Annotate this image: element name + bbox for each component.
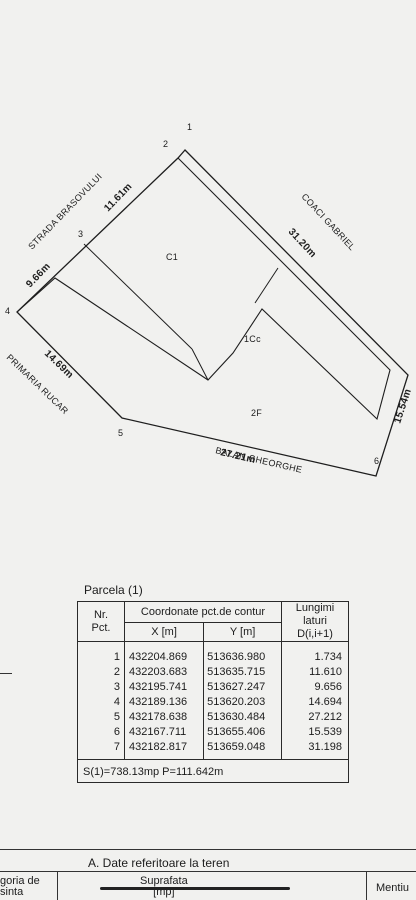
- margin-tick: [0, 673, 12, 674]
- building-c1-outline: [16, 157, 391, 421]
- building-bottom-line: [191, 348, 209, 381]
- header-lengths-line2: laturi: [303, 615, 327, 627]
- row-x: 432182.817: [129, 741, 188, 753]
- building-label-1cc: 1Cc: [244, 334, 261, 344]
- section-column-divider: [57, 871, 58, 900]
- column-header-mentions: Mentiu: [376, 882, 410, 894]
- row-y: 513636.980: [207, 651, 266, 663]
- row-nr: 6: [113, 726, 120, 738]
- row-length: 27.212: [308, 711, 342, 723]
- row-y: 513630.484: [207, 711, 266, 723]
- row-x: 432195.741: [129, 681, 188, 693]
- row-y: 513620.203: [207, 696, 266, 708]
- coordinates-table: Nr. Pct. Coordonate pct.de contur Lungim…: [77, 601, 349, 783]
- section-divider: [0, 849, 416, 850]
- dimension-2-3: 11.61m: [102, 181, 134, 214]
- column-nr: 1 2 3 4 5 6 7: [77, 641, 125, 760]
- header-lengths: Lungimi laturi D(i,i+1): [281, 601, 349, 642]
- header-y: Y [m]: [203, 622, 282, 642]
- row-x: 432189.136: [129, 696, 188, 708]
- area-perimeter-summary: S(1)=738.13mp P=111.642m: [77, 759, 349, 783]
- parcel-plan-drawing: 1 2 3 4 5 6 C1 1Cc 2F 11.61m 9.66m 14.69…: [5, 122, 414, 477]
- column-header-area-line1: Suprafata: [140, 875, 188, 887]
- header-x: X [m]: [123, 622, 205, 642]
- row-y: 513627.247: [207, 681, 266, 693]
- column-header-category-line2: sinta: [0, 886, 24, 898]
- row-length: 14.694: [308, 696, 342, 708]
- column-y: 513636.980 513635.715 513627.247 513620.…: [203, 641, 282, 760]
- header-nr-pct: Nr. Pct.: [77, 601, 125, 642]
- row-nr: 7: [113, 741, 120, 753]
- point-label-1: 1: [187, 122, 192, 132]
- column-length: 1.734 11.610 9.656 14.694 27.212 15.539 …: [281, 641, 349, 760]
- row-length: 1.734: [314, 651, 342, 663]
- header-coordinates: Coordonate pct.de contur: [124, 601, 282, 623]
- row-length: 15.539: [308, 726, 342, 738]
- row-y: 513635.715: [207, 666, 266, 678]
- row-y: 513659.048: [207, 741, 266, 753]
- building-label-c1: C1: [166, 252, 178, 262]
- building-inner-line: [83, 243, 193, 350]
- header-nr: Nr.: [93, 608, 109, 621]
- section-table-top-border: [0, 871, 416, 872]
- row-length: 11.610: [309, 666, 342, 678]
- row-length: 9.656: [314, 681, 342, 693]
- row-x: 432203.683: [129, 666, 188, 678]
- header-lengths-line3: D(i,i+1): [297, 628, 333, 640]
- point-label-3: 3: [78, 229, 83, 239]
- section-column-divider: [366, 871, 367, 900]
- point-label-4: 4: [5, 306, 10, 316]
- row-nr: 5: [113, 711, 120, 723]
- row-x: 432167.711: [129, 726, 187, 738]
- header-lengths-line1: Lungimi: [295, 602, 335, 614]
- row-x: 432204.869: [129, 651, 188, 663]
- parcel-title: Parcela (1): [84, 583, 143, 597]
- building-partition-line: [254, 267, 279, 304]
- dimension-6-1: 15.54m: [392, 388, 413, 425]
- header-pct: Pct.: [91, 621, 111, 634]
- row-nr: 3: [113, 681, 120, 693]
- column-header-category: goria de sinta: [0, 876, 40, 898]
- column-x: 432204.869 432203.683 432195.741 432189.…: [123, 641, 205, 760]
- dimension-3-4: 9.66m: [24, 261, 53, 290]
- point-label-5: 5: [118, 428, 123, 438]
- building-label-2f: 2F: [251, 408, 262, 418]
- row-nr: 2: [113, 666, 120, 678]
- section-a-title: A. Date referitoare la teren: [88, 856, 230, 870]
- column-header-area-line2: [mp]: [153, 886, 175, 898]
- column-header-area: Suprafata [mp]: [140, 876, 188, 898]
- point-label-6: 6: [374, 456, 379, 466]
- row-y: 513655.406: [207, 726, 266, 738]
- pen-strike-mark: [100, 887, 290, 890]
- row-nr: 4: [113, 696, 120, 708]
- row-length: 31.198: [308, 741, 342, 753]
- point-label-2: 2: [163, 139, 168, 149]
- column-header-category-line1: goria de: [0, 875, 40, 887]
- row-nr: 1: [113, 651, 120, 663]
- dimension-7-1: 31.20m: [286, 227, 318, 261]
- row-x: 432178.638: [129, 711, 188, 723]
